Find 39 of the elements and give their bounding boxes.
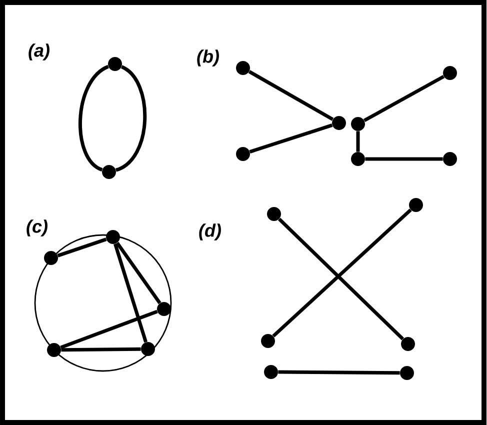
panel-label: (b) <box>197 50 219 66</box>
vertex-dot <box>267 207 281 221</box>
straight-line <box>113 243 148 343</box>
straight-line <box>248 70 334 121</box>
panel-label: (a) <box>28 44 50 60</box>
straight-line <box>278 370 400 375</box>
straight-line <box>61 347 141 352</box>
vertex-dot <box>443 152 457 166</box>
straight-line <box>60 310 158 350</box>
vertex-dot <box>141 342 155 356</box>
vertex-dot <box>47 343 61 357</box>
vertex-dot <box>236 61 250 75</box>
vertex-dot <box>351 117 365 131</box>
vertex-dot <box>332 116 346 130</box>
vertex-dot <box>400 366 414 380</box>
curved-line <box>78 65 110 172</box>
curved-line <box>115 65 147 172</box>
vertex-dot <box>106 230 120 244</box>
vertex-dot <box>409 198 423 212</box>
straight-line <box>365 157 443 161</box>
panel-label: (c) <box>26 220 48 236</box>
vertex-dot <box>261 334 275 348</box>
straight-line <box>249 124 333 154</box>
straight-line <box>272 208 412 338</box>
vertex-dot <box>102 165 116 179</box>
straight-line <box>116 242 162 304</box>
vertex-dot <box>351 152 365 166</box>
vertex-dot <box>264 365 278 379</box>
straight-line <box>278 218 404 340</box>
vertex-dot <box>443 66 457 80</box>
straight-line <box>356 131 360 152</box>
vertex-dot <box>236 147 250 161</box>
vertex-dot <box>401 337 415 351</box>
vertex-dot <box>44 251 58 265</box>
straight-line <box>363 74 445 122</box>
panel-label: (d) <box>199 224 221 240</box>
straight-line <box>57 238 107 258</box>
vertex-dot <box>157 302 171 316</box>
vertex-dot <box>108 57 122 71</box>
